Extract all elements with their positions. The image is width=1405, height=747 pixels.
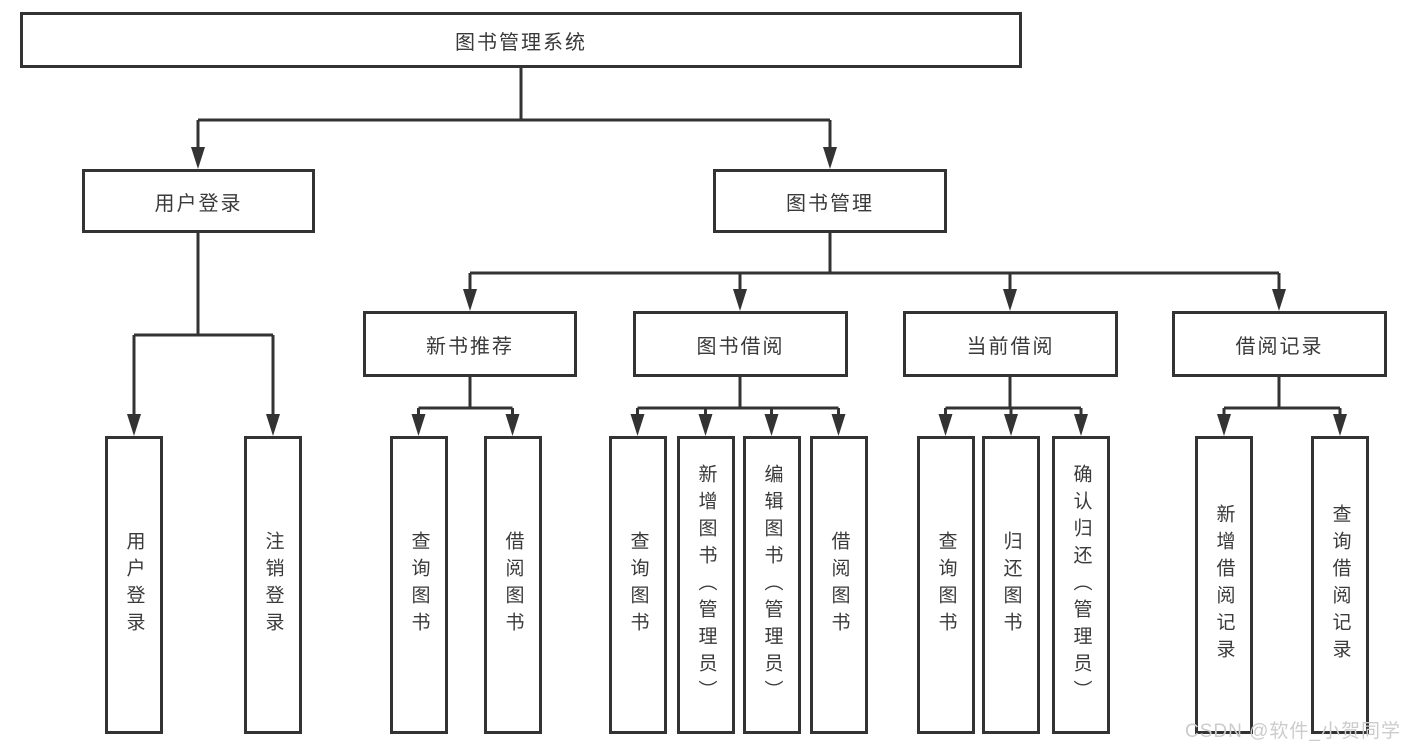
node-user-login: 用户登录 <box>82 169 315 233</box>
node-leaf-query-books-2: 查询图书 <box>609 436 667 734</box>
node-leaf-borrow-books-1: 借阅图书 <box>484 436 542 734</box>
node-group-new-book-recommend: 新书推荐 <box>363 311 577 377</box>
watermark: CSDN @软件_小贺同学 <box>1185 721 1401 742</box>
node-group-book-borrow: 图书借阅 <box>633 311 848 377</box>
node-group-borrow-records: 借阅记录 <box>1172 311 1387 377</box>
node-leaf-return-book: 归还图书 <box>982 436 1040 734</box>
node-leaf-borrow-books-2: 借阅图书 <box>810 436 868 734</box>
node-leaf-confirm-return-admin: 确认归还（管理员） <box>1052 436 1110 734</box>
node-root: 图书管理系统 <box>20 12 1022 68</box>
node-leaf-query-borrow-record: 查询借阅记录 <box>1311 436 1369 734</box>
node-leaf-logout: 注销登录 <box>244 436 302 734</box>
node-leaf-add-book-admin: 新增图书（管理员） <box>677 436 735 734</box>
node-leaf-query-books-3: 查询图书 <box>917 436 975 734</box>
node-leaf-edit-book-admin: 编辑图书（管理员） <box>743 436 801 734</box>
node-group-current-borrow: 当前借阅 <box>903 311 1118 377</box>
node-leaf-add-borrow-record: 新增借阅记录 <box>1195 436 1253 734</box>
node-leaf-user-login: 用户登录 <box>105 436 163 734</box>
node-leaf-query-books-1: 查询图书 <box>390 436 448 734</box>
node-book-management: 图书管理 <box>713 169 947 233</box>
